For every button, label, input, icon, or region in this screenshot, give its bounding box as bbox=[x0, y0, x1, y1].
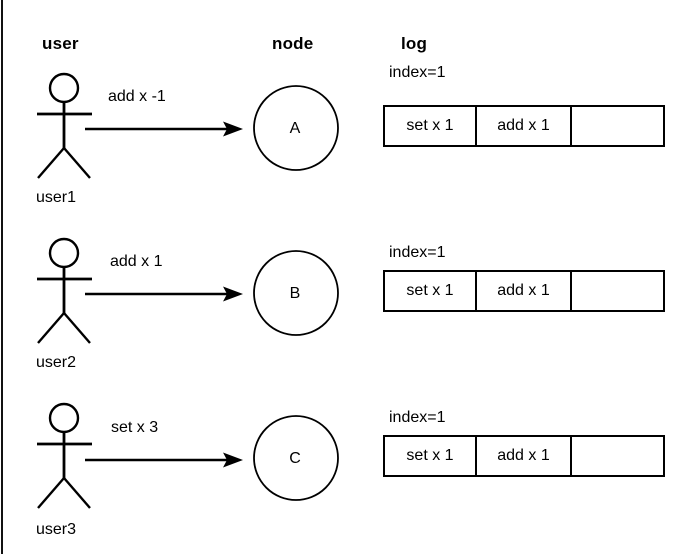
log-table-row3: set x 1 add x 1 bbox=[383, 435, 665, 477]
node-circle-a bbox=[253, 85, 339, 171]
log-cell: set x 1 bbox=[385, 437, 477, 475]
node-label-c: C bbox=[289, 450, 301, 467]
node-label-a: A bbox=[289, 120, 301, 137]
node-label-b: B bbox=[289, 285, 301, 302]
log-cell bbox=[572, 272, 663, 310]
column-header-node: node bbox=[272, 34, 314, 53]
arrow-label-row1: add x -1 bbox=[108, 88, 166, 105]
arrow-user3-to-node-c bbox=[85, 452, 243, 468]
index-label-row3: index=1 bbox=[389, 409, 446, 426]
log-cell: set x 1 bbox=[385, 107, 477, 145]
stick-figure-user1 bbox=[37, 72, 92, 179]
index-label-row2: index=1 bbox=[389, 244, 446, 261]
arrow-user2-to-node-b bbox=[85, 286, 243, 302]
log-cell: add x 1 bbox=[477, 272, 572, 310]
node-circle-c bbox=[253, 415, 339, 501]
actor-label-user2: user2 bbox=[36, 354, 77, 371]
log-table-row1: set x 1 add x 1 bbox=[383, 105, 665, 147]
column-header-user: user bbox=[42, 34, 79, 53]
arrow-label-row3: set x 3 bbox=[111, 419, 159, 436]
node-circle-b bbox=[253, 250, 339, 336]
stick-figure-user2 bbox=[37, 237, 92, 344]
actor-label-user1: user1 bbox=[36, 189, 77, 206]
log-cell: set x 1 bbox=[385, 272, 477, 310]
log-cell: add x 1 bbox=[477, 437, 572, 475]
log-cell: add x 1 bbox=[477, 107, 572, 145]
stick-figure-user3 bbox=[37, 402, 92, 509]
log-cell bbox=[572, 437, 663, 475]
log-table-row2: set x 1 add x 1 bbox=[383, 270, 665, 312]
arrow-user1-to-node-a bbox=[85, 121, 243, 137]
index-label-row1: index=1 bbox=[389, 64, 446, 81]
arrow-label-row2: add x 1 bbox=[110, 253, 163, 270]
page-left-border bbox=[1, 0, 3, 554]
log-cell bbox=[572, 107, 663, 145]
actor-label-user3: user3 bbox=[36, 521, 77, 538]
column-header-log: log bbox=[401, 34, 428, 53]
